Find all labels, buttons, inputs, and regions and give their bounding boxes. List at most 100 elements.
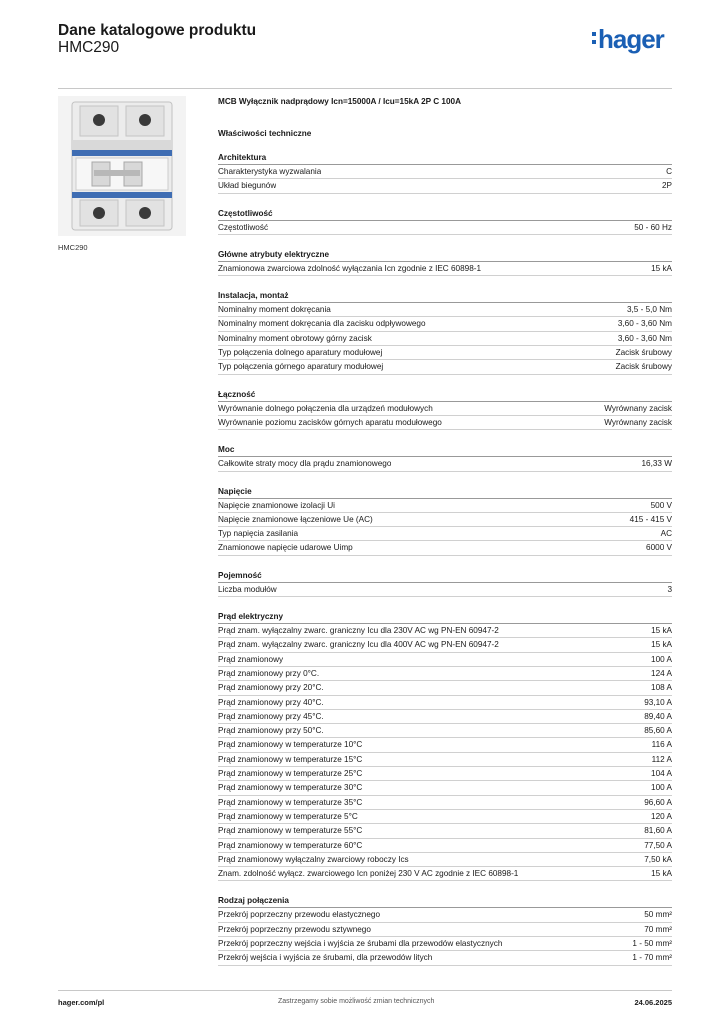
spec-label: Przekrój poprzeczny przewodu elastyczneg… (218, 910, 381, 920)
footer-website[interactable]: hager.com/pl (58, 998, 105, 1007)
spec-value: 104 A (651, 769, 672, 779)
spec-value: 3,60 - 3,60 Nm (617, 319, 672, 329)
spec-label: Napięcie znamionowe łączeniowe Ue (AC) (218, 514, 373, 524)
section-title: Moc (218, 444, 672, 458)
spec-value: 96,60 A (644, 797, 672, 807)
hager-logo: hager (592, 24, 665, 54)
section-title: Architektura (218, 152, 672, 165)
spec-label: Typ połączenia górnego aparatury modułow… (218, 362, 384, 372)
spec-label: Prąd znamionowy w temperaturze 30°C (218, 783, 363, 793)
spec-row: Prąd znamionowy przy 20°C.108 A (218, 681, 672, 696)
spec-content: MCB Wyłącznik nadprądowy Icn=15000A / Ic… (218, 96, 672, 966)
spec-row: Prąd znamionowy w temperaturze 10°C 116 A (218, 738, 672, 753)
spec-value: Wyrównany zacisk (604, 403, 672, 413)
spec-value: 3,60 - 3,60 Nm (617, 333, 672, 343)
spec-label: Prąd znamionowy w temperaturze 25°C (218, 769, 363, 779)
spec-label: Całkowite straty mocy dla prądu znamiono… (218, 459, 392, 469)
spec-label: Znamionowa zwarciowa zdolność wyłączania… (218, 263, 482, 273)
spec-value: 70 mm² (644, 924, 672, 934)
logo-dots-icon (592, 32, 596, 44)
spec-label: Typ połączenia dolnego aparatury modułow… (218, 348, 383, 358)
spec-value: Zacisk śrubowy (615, 362, 672, 372)
spec-value: 15 kA (651, 640, 672, 650)
spec-label: Wyrównanie poziomu zacisków górnych apar… (218, 417, 442, 427)
spec-row: Prąd znamionowy w temperaturze 25°C 104 A (218, 767, 672, 782)
spec-value: 108 A (651, 683, 672, 693)
section-title: Prąd elektryczny (218, 611, 672, 625)
spec-value: 3,5 - 5,0 Nm (626, 305, 672, 315)
document-title: MCB Wyłącznik nadprądowy Icn=15000A / Ic… (218, 97, 461, 106)
section-title: Pojemność (218, 570, 672, 583)
spec-label: Prąd znamionowy w temperaturze 10°C (218, 740, 363, 750)
spec-label: Napięcie znamionowe izolacji Ui (218, 500, 335, 510)
spec-label: Liczba modułów (218, 584, 277, 594)
spec-label: Prąd znamionowy w temperaturze 60°C (218, 840, 363, 850)
spec-row: Przekrój poprzeczny wejścia i wyjścia ze… (218, 937, 672, 952)
spec-value: 1 - 70 mm² (632, 953, 672, 963)
spec-row: Przekrój poprzeczny przewodu sztywnego 70… (218, 923, 672, 937)
spec-value: 50 - 60 Hz (634, 222, 672, 232)
spec-value: Wyrównany zacisk (604, 417, 672, 427)
spec-value: 1 - 50 mm² (632, 938, 672, 948)
spec-label: Znamionowe napięcie udarowe Uimp (218, 543, 353, 553)
spec-label: Prąd znamionowy (218, 654, 284, 664)
spec-value: 120 A (651, 811, 672, 821)
spec-label: Prąd znam. wyłączalny zwarc. graniczny I… (218, 640, 499, 650)
spec-row: Znamionowa zwarciowa zdolność wyłączania… (218, 262, 672, 277)
spec-label: Wyrównanie dolnego połączenia dla urządz… (218, 403, 433, 413)
spec-value: 16,33 W (641, 459, 673, 469)
product-code: HMC290 (58, 39, 120, 56)
spec-row: Prąd znamionowy przy 0°C.124 A (218, 667, 672, 682)
spec-value: 81,60 A (644, 826, 672, 836)
spec-value: 85,60 A (644, 726, 672, 736)
spec-row: Typ połączenia górnego aparatury modułow… (218, 360, 672, 375)
spec-label: Prąd znamionowy w temperaturze 35°C (218, 797, 363, 807)
footer-divider (58, 990, 672, 991)
spec-label: Charakterystyka wyzwalania (218, 167, 322, 176)
section-title: Łączność (218, 389, 672, 402)
spec-row: Znam. zdolność wyłącz. zwarciowego Icn p… (218, 867, 672, 882)
spec-label: Prąd znamionowy w temperaturze 15°C (218, 754, 363, 764)
spec-value: 116 A (651, 740, 672, 750)
spec-value: 100 A (651, 783, 672, 793)
spec-value: 93,10 A (644, 697, 672, 707)
spec-label: Prąd znamionowy przy 40°C. (218, 697, 324, 707)
spec-label: Prąd znamionowy przy 50°C. (218, 726, 324, 736)
section-title: Rodzaj połączenia (218, 895, 672, 909)
spec-value: 7,50 kA (644, 854, 672, 864)
spec-value: C (666, 167, 672, 176)
spec-label: Prąd znamionowy wyłączalny zwarciowy rob… (218, 854, 409, 864)
spec-row: Nominalny moment dokręcania dla zacisku … (218, 317, 672, 332)
spec-value: 415 - 415 V (629, 514, 672, 524)
spec-label: Przekrój poprzeczny przewodu sztywnego (218, 924, 371, 934)
spec-row: Charakterystyka wyzwalania C (218, 165, 672, 180)
spec-row: Napięcie znamionowe izolacji Ui 500 V (218, 499, 672, 513)
spec-label: Przekrój poprzeczny wejścia i wyjścia ze… (218, 938, 503, 948)
image-caption: HMC290 (58, 243, 88, 252)
properties-title: Właściwości techniczne (218, 129, 312, 138)
spec-row: Wyrównanie poziomu zacisków górnych apar… (218, 416, 672, 431)
spec-value: 50 mm² (644, 910, 672, 920)
spec-value: 89,40 A (644, 711, 672, 721)
spec-row: Całkowite straty mocy dla prądu znamiono… (218, 457, 673, 472)
spec-row: Napięcie znamionowe łączeniowe Ue (AC) 41… (218, 513, 672, 528)
spec-label: Częstotliwość (218, 222, 269, 232)
spec-row: Prąd znamionowy przy 50°C. 85,60 A (218, 724, 672, 739)
spec-label: Nominalny moment obrotowy górny zacisk (218, 333, 372, 343)
spec-label: Układ biegunów (218, 181, 277, 191)
section-title: Instalacja, montaż (218, 290, 672, 304)
spec-value: 500 V (650, 500, 672, 510)
logo-text: hager (598, 24, 665, 54)
spec-label: Nominalny moment dokręcania dla zacisku … (218, 319, 426, 329)
